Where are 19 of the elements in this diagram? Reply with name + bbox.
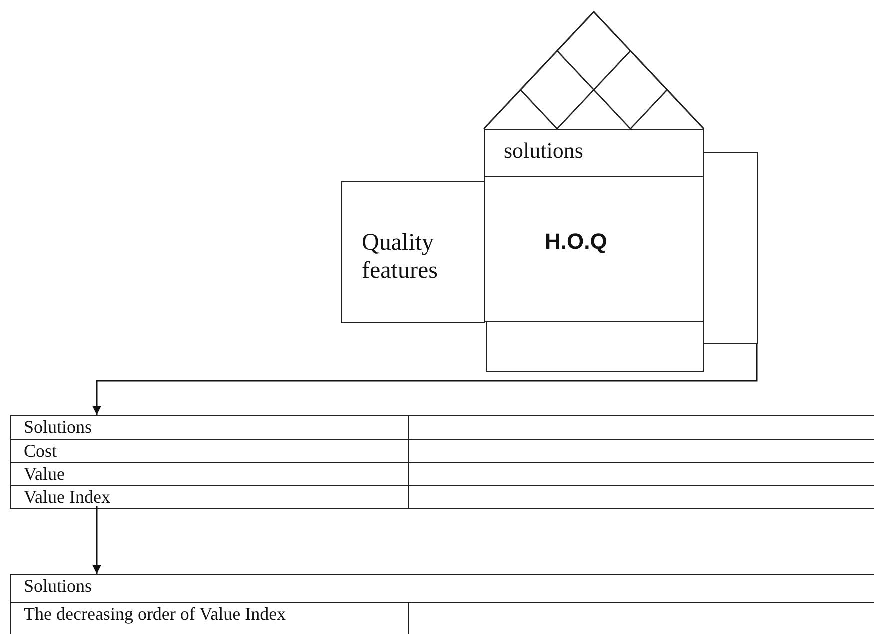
text-box [484,129,704,177]
box-label: solutions [504,138,584,164]
box-label: Quality features [362,230,439,286]
row-label: Solutions [23,416,94,439]
empty-box [703,152,758,344]
title-text: H.O.Q [545,229,608,254]
row-label: Cost [23,440,58,462]
roof-drawing [484,12,704,129]
row-label: Value Index [23,486,112,508]
table [10,415,874,509]
text-box [484,176,704,322]
table [10,574,874,634]
row-label: Solutions [23,575,92,598]
row-label: Value [23,463,66,485]
arrow [92,506,102,574]
row-label: The decreasing order of Value Index [23,603,288,626]
arrow [92,344,758,415]
text-box [341,181,485,323]
empty-box [486,321,704,372]
